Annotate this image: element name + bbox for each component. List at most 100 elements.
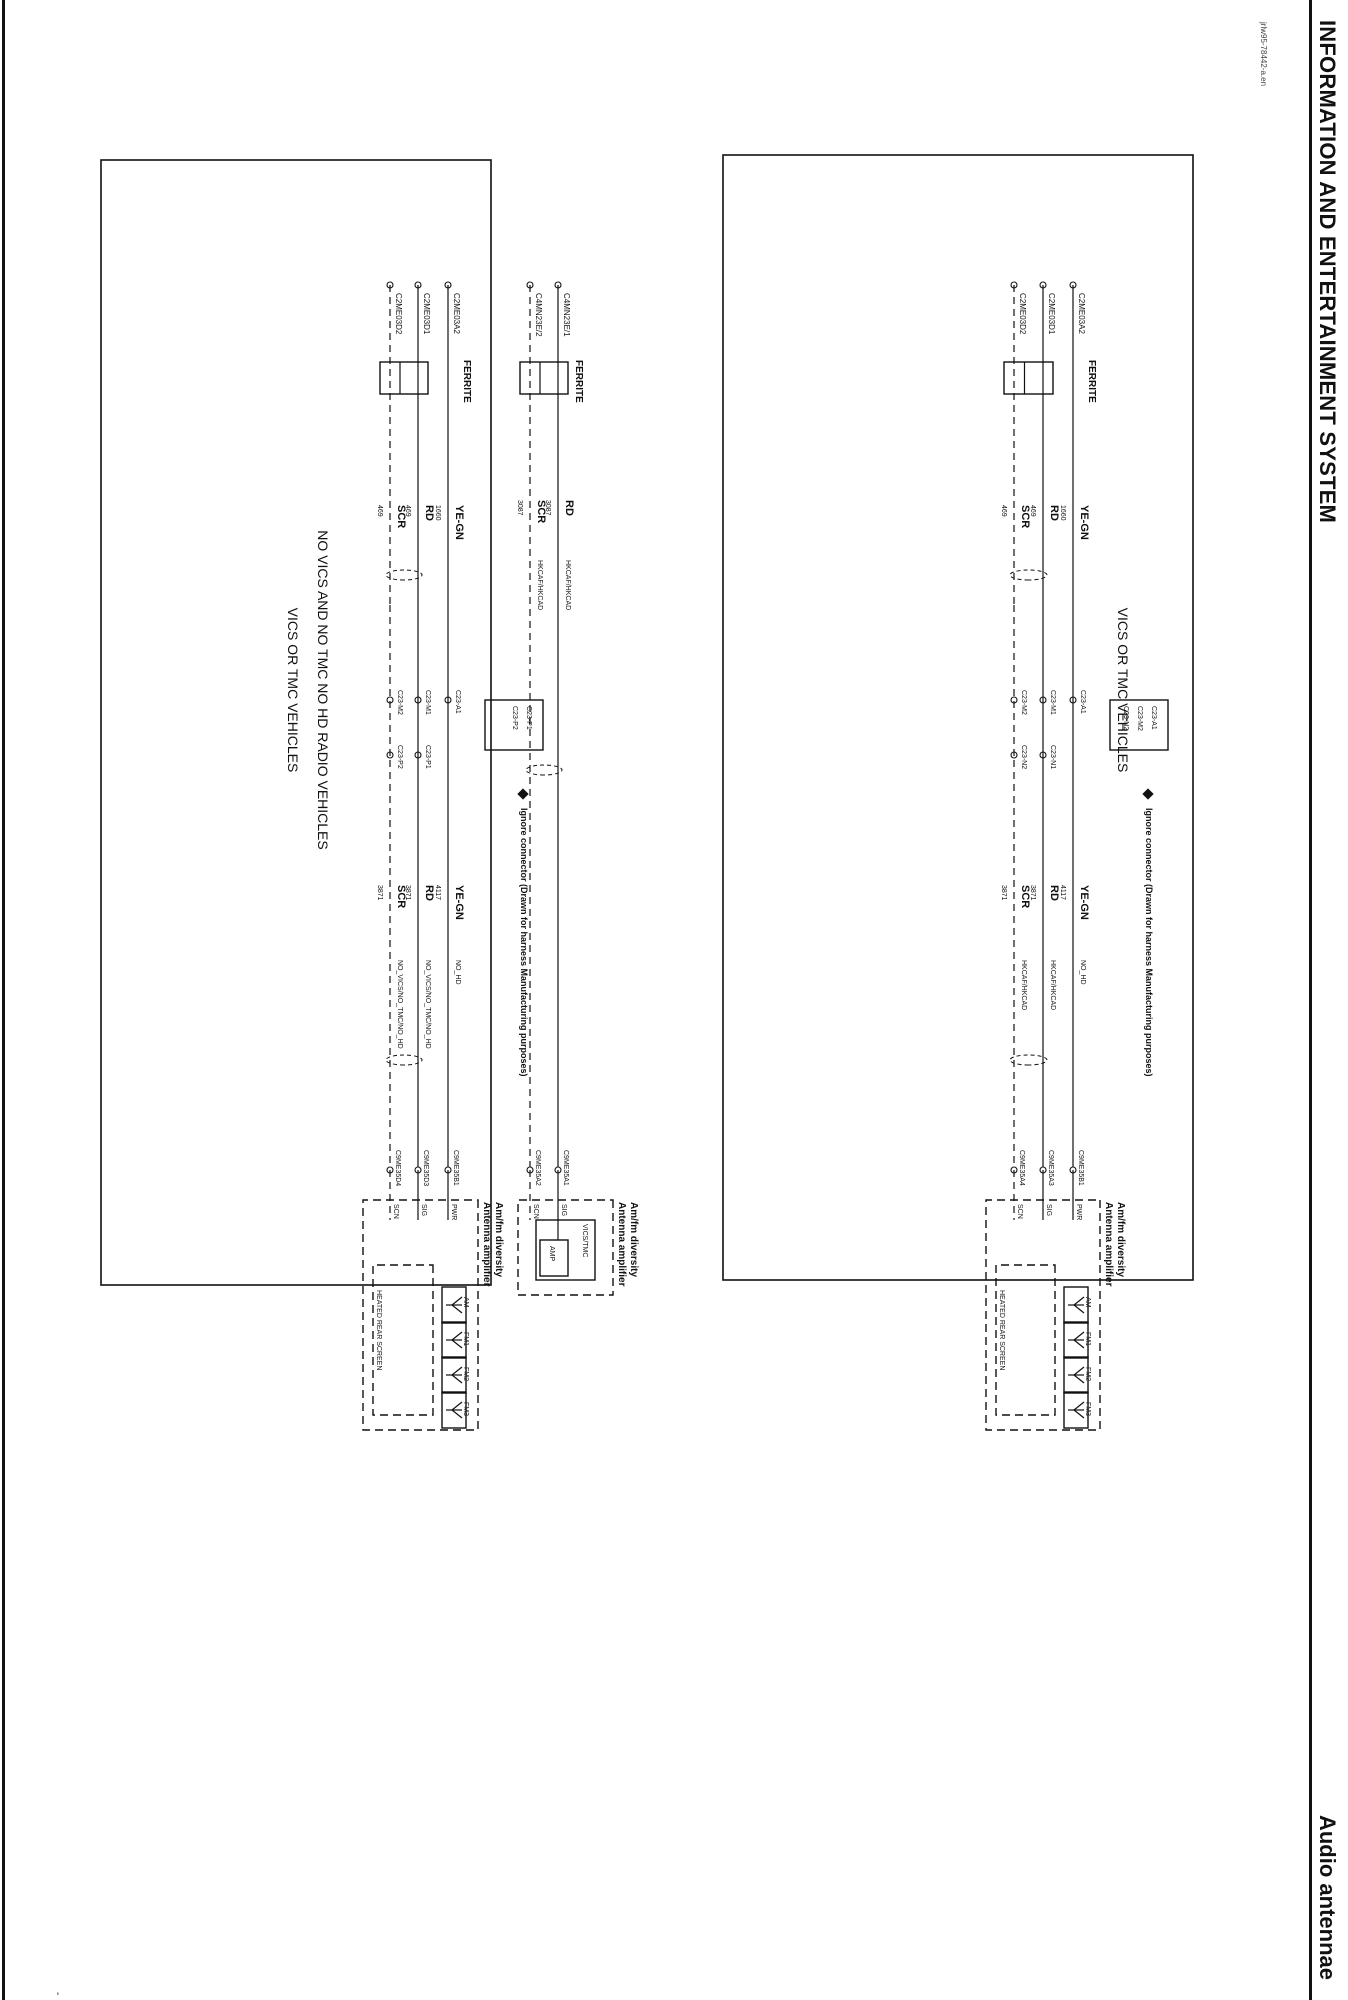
legend-connector-label: C23-N2 <box>1122 706 1129 730</box>
module-name-2: Antenna amplifier <box>1103 1202 1114 1287</box>
inline-connector-label: C23-P2 <box>396 745 403 769</box>
legend-diamond-icon <box>517 788 529 800</box>
module-pin-label: SCN <box>532 1204 539 1219</box>
end-connector-label: C9ME35B1 <box>452 1150 459 1186</box>
connector-label: C2ME03A2 <box>1077 293 1086 334</box>
legend-connector-label: C23-P1 <box>525 706 532 730</box>
wire-circuit-label: 3087 <box>516 500 523 516</box>
antenna-label: FM3 <box>1084 1402 1091 1416</box>
screen-loop <box>385 569 423 581</box>
wire-circuit-label: 469 <box>404 505 411 517</box>
antenna-label: AM <box>1084 1297 1091 1308</box>
antenna-icon-arm-l <box>451 1296 463 1306</box>
antenna-icon-box <box>441 1356 467 1394</box>
antenna-icon-box <box>1063 1321 1089 1359</box>
antenna-icon-arm-l <box>1073 1331 1085 1341</box>
wire-circuit-label: 469 <box>1000 505 1007 517</box>
page-title: INFORMATION AND ENTERTAINMENT SYSTEM <box>1315 20 1340 523</box>
module-pin-label: SIG <box>1045 1204 1052 1216</box>
wire-option-label: NO_HD <box>454 960 461 985</box>
connector-label: C2ME03D2 <box>394 293 403 335</box>
wire-option-label: HKCAF/HKCAD <box>1020 960 1027 1010</box>
wire-option-label: NO_VICS/NO_TMC/NO_HD <box>424 960 431 1049</box>
wire-circuit-label: 4117 <box>1059 885 1066 900</box>
antenna-icon-arm-l <box>1073 1366 1085 1376</box>
antenna-icon-arm-r <box>1073 1339 1085 1349</box>
panel-caption: VICS OR TMC VEHICLES <box>285 608 301 773</box>
wire-color-label: RD <box>423 505 435 521</box>
module-pin-label: SIG <box>420 1204 427 1216</box>
ferrite-box <box>379 361 429 395</box>
legend-connector-label: C23-A1 <box>1150 706 1157 730</box>
wire-option-label: HKCAF/HKCAD <box>564 560 571 610</box>
module-pin-label: SCN <box>1016 1204 1023 1219</box>
wire-circuit-label: 1660 <box>434 505 441 521</box>
connector-label: C2ME03D1 <box>422 293 431 335</box>
wire-circuit-label: 1660 <box>1059 505 1066 521</box>
wire-color-label: SCR <box>395 885 407 908</box>
inline-connector-label: C23-M2 <box>1020 690 1027 715</box>
wire-color-label: RD <box>563 500 575 516</box>
end-connector-label: C9ME35B1 <box>1077 1150 1084 1186</box>
wire-color-label: SCR <box>395 505 407 528</box>
antenna-icon-arm-r <box>451 1409 463 1419</box>
antenna-icon-box <box>1063 1356 1089 1394</box>
module-pin-label: PWR <box>1075 1204 1082 1220</box>
antenna-icon-arm-r <box>451 1339 463 1349</box>
wire-color-label: YE-GN <box>1078 885 1090 920</box>
antenna-icon-arm-l <box>1073 1296 1085 1306</box>
legend-note: Ignore connector (Drawn for harness Manu… <box>1144 808 1154 1077</box>
wire-option-label: HKCAF/HKCAD <box>1049 960 1056 1010</box>
wire-circuit-label: 3871 <box>1000 885 1007 901</box>
antenna-icon-arm-r <box>451 1304 463 1314</box>
antenna-icon-arm-r <box>451 1374 463 1384</box>
inline-connector-label: C23-N1 <box>1049 745 1056 769</box>
amplifier-module <box>362 1199 479 1431</box>
top-rule <box>1309 0 1312 2000</box>
wire-circuit-label: 3871 <box>1029 885 1036 901</box>
antenna-icon-box <box>1063 1391 1089 1429</box>
end-connector-label: C9ME35A3 <box>1047 1150 1054 1186</box>
wire-circuit-label: 4117 <box>434 885 441 900</box>
wire-circuit-label: 469 <box>1029 505 1036 517</box>
rear-screen-label: HEATED REAR SCREEN <box>998 1290 1005 1370</box>
bottom-rule <box>2 0 5 2000</box>
page-mark: - <box>52 1992 63 1996</box>
wire-circuit-label: 3871 <box>404 885 411 901</box>
antenna-icon-arm-l <box>451 1366 463 1376</box>
ferrite-label: FERRITE <box>573 360 584 403</box>
legend-box <box>484 699 544 751</box>
antenna-label: AM <box>462 1297 469 1308</box>
wire-color-label: RD <box>1048 505 1060 521</box>
antenna-icon-box <box>441 1286 467 1324</box>
antenna-label: FM1 <box>1084 1332 1091 1346</box>
module-name: Am/fm diversity <box>1115 1202 1126 1277</box>
module-name: Am/fm diversity <box>628 1202 639 1277</box>
wire-color-label: SCR <box>535 500 547 523</box>
screen-loop-right <box>385 1054 423 1066</box>
screen-loop <box>1009 569 1048 581</box>
ferrite-box <box>519 361 569 395</box>
document-reference: jrlw95-78442-a.en <box>1259 22 1268 87</box>
connector-label: C2ME03D1 <box>1047 293 1056 335</box>
amp-label: AMP <box>548 1246 555 1262</box>
module-name: Am/fm diversity <box>493 1202 504 1277</box>
antenna-label: FM2 <box>462 1367 469 1381</box>
antenna-icon-arm-l <box>451 1331 463 1341</box>
antenna-icon-arm-r <box>1073 1304 1085 1314</box>
end-connector-label: C9ME35D3 <box>422 1150 429 1186</box>
ferrite-label: FERRITE <box>1086 360 1097 403</box>
wire-circuit-label: 469 <box>376 505 383 517</box>
connector-label: C2ME03D2 <box>1018 293 1027 335</box>
antenna-label: FM3 <box>462 1402 469 1416</box>
wire-option-label: NO_HD <box>1079 960 1086 985</box>
connector-label: C4MN23E/2 <box>534 293 543 337</box>
wire-color-label: SCR <box>1019 505 1031 528</box>
amp-box <box>539 1239 569 1277</box>
connector-label: C2ME03A2 <box>452 293 461 334</box>
legend-connector-label: C23-M2 <box>1136 706 1143 731</box>
antenna-icon-arm-r <box>1073 1374 1085 1384</box>
wire-color-label: RD <box>423 885 435 901</box>
